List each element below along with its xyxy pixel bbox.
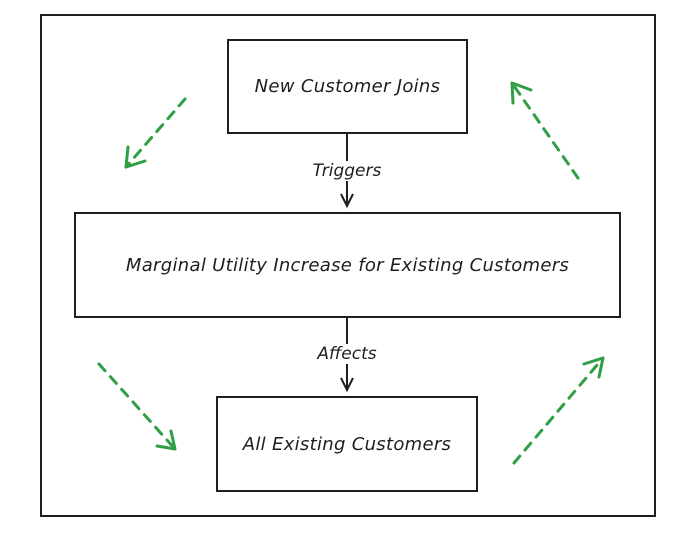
arrowhead-triggers xyxy=(340,193,354,209)
node-marginal-utility-increase: Marginal Utility Increase for Existing C… xyxy=(74,212,621,318)
node-all-existing-customers: All Existing Customers xyxy=(216,396,478,492)
diagram-frame xyxy=(40,14,656,517)
node-new-customer-joins: New Customer Joins xyxy=(227,39,468,134)
cycle-arrow-bottom-left xyxy=(97,362,177,451)
node-marginal-utility-increase-label: Marginal Utility Increase for Existing C… xyxy=(125,254,570,276)
arrowhead-affects xyxy=(340,377,354,393)
cycle-arrow-top-right xyxy=(510,81,580,180)
node-all-existing-customers-label: All Existing Customers xyxy=(242,433,452,455)
node-new-customer-joins-label: New Customer Joins xyxy=(254,76,441,97)
edge-label-affects: Affects xyxy=(314,344,380,364)
cycle-arrow-bottom-right xyxy=(512,356,605,465)
edge-label-triggers: Triggers xyxy=(309,161,385,181)
cycle-arrow-top-left xyxy=(124,97,187,169)
